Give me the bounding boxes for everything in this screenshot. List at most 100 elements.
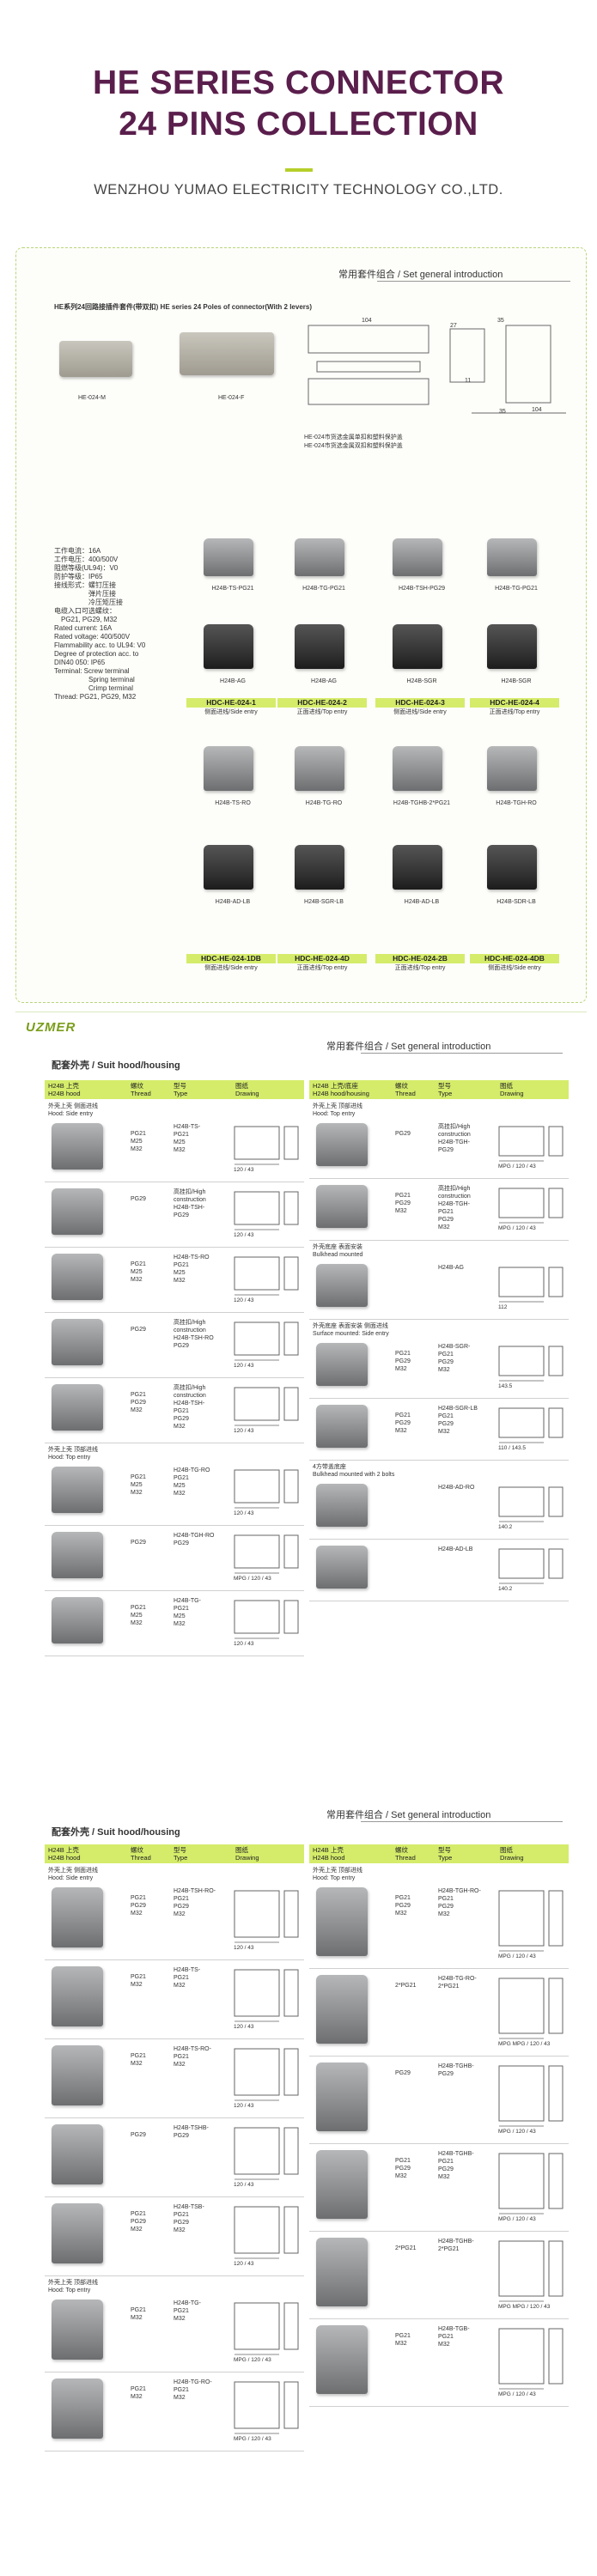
spec-line: Rated voltage: 400/500V (54, 633, 131, 641)
thread-value: PG29 (131, 1540, 146, 1546)
page-title-line2: 24 PINS COLLECTION (119, 106, 478, 143)
thread-value: PG29 (131, 1196, 146, 1202)
thread-value: PG21 M32 (131, 2307, 146, 2321)
entry-type: 正面进线/Top entry (489, 709, 540, 715)
entry-group-label: 外壳上壳 顶部进线 Hood: Top entry (313, 1868, 362, 1881)
row-divider (309, 1178, 569, 1179)
row-divider (309, 2056, 569, 2057)
type-value: 高挂扣/High construction H24B-TSH- PG29 (174, 1189, 206, 1218)
hood-image (52, 1887, 103, 1947)
housing-image (487, 746, 537, 791)
dimension-text: 120 / 43 (234, 1945, 254, 1951)
dimension-text: MPG MPG / 120 / 43 (498, 2304, 551, 2310)
dimension-text: 120 / 43 (234, 1641, 254, 1647)
row-divider (45, 1590, 304, 1591)
entry-type: 正面进线/Top entry (394, 965, 446, 971)
type-value: 高挂扣/High construction H24B-TGH- PG29 (438, 1124, 471, 1153)
title-underline (285, 168, 313, 172)
hood-image (52, 1384, 103, 1431)
thread-value: PG21 PG29 M32 (131, 1392, 146, 1413)
entry-group-label: 外壳上壳 顶部进线 Hood: Top entry (48, 1447, 98, 1461)
dim-35b: 35 (499, 409, 506, 415)
spec-line: 工作电压：400/500V (54, 556, 119, 563)
thread-value: PG21 PG29 M32 (395, 1895, 411, 1917)
dimension-drawing (229, 1317, 302, 1369)
company-name: WENZHOU YUMAO ELECTRICITY TECHNOLOGY CO.… (94, 182, 503, 197)
thread-value: PG21 M25 M32 (131, 1474, 146, 1496)
housing-image (204, 624, 253, 669)
type-value: H24B-TG-RO- 2*PG21 (438, 1976, 477, 1990)
dimension-drawing (494, 1886, 566, 1959)
dimension-drawing (229, 2123, 302, 2188)
dimension-text: 143.5 (498, 1383, 513, 1389)
spec-line: 工作电流：16A (54, 547, 101, 555)
thread-value: PG21 PG29 M32 (395, 1193, 411, 1214)
page-title-line1: HE SERIES CONNECTOR (92, 64, 505, 101)
column-header: H24B 上壳 H24B hood (313, 1846, 345, 1862)
dimension-text: MPG / 120 / 43 (234, 2357, 271, 2363)
dimension-drawing (494, 1121, 566, 1170)
column-header: H24B 上壳/底座 H24B hood/housing (313, 1082, 369, 1097)
dimension-drawing (229, 2377, 302, 2442)
part-label: H24B-TGHB-2*PG21 (393, 800, 451, 806)
dimension-drawing (229, 1465, 302, 1516)
housing-image (295, 845, 344, 890)
type-value: H24B-TSH-RO- PG21 PG29 M32 (174, 1888, 216, 1917)
entry-group-label: 外壳底座 表面安装 Bulkhead mounted (313, 1244, 363, 1258)
spec-line: 防护等级：IP65 (54, 573, 103, 580)
hood-image (52, 2379, 103, 2439)
thread-value: PG29 (131, 1327, 146, 1333)
dimension-text: 120 / 43 (234, 1363, 254, 1369)
hood-image (52, 1319, 103, 1365)
spec-line: Flammability acc. to UL94: V0 (54, 641, 146, 649)
dimension-drawing (494, 2148, 566, 2222)
column-header: 图纸 Drawing (500, 1082, 524, 1097)
dimension-drawing (494, 1262, 566, 1310)
thread-value: PG29 (395, 2070, 411, 2076)
hood-image (52, 1188, 103, 1235)
thread-value: PG21 PG29 M32 (395, 1351, 411, 1372)
dimension-drawing (229, 1187, 302, 1238)
dimension-text: MPG / 120 / 43 (498, 2129, 536, 2135)
type-value: H24B-SGR- PG21 PG29 M32 (438, 1344, 471, 1373)
hood-image (52, 1123, 103, 1170)
hood-image (52, 2045, 103, 2105)
part-label: H24B-SGR (501, 678, 532, 684)
type-value: H24B-SGR-LB PG21 PG29 M32 (438, 1406, 478, 1435)
dimension-drawing (229, 1121, 302, 1173)
spec-line: Degree of protection acc. to (54, 650, 139, 658)
hood-image (52, 1532, 103, 1578)
dimension-drawing (229, 2202, 302, 2267)
housing-image (487, 845, 537, 890)
section-1-subheading: HE系列24回路接插件套件(带双扣) HE series 24 Poles of… (54, 303, 312, 311)
connector-female-image (180, 332, 274, 375)
type-value: H24B-TGH-RO- PG21 PG29 M32 (438, 1888, 481, 1917)
entry-group-label: 4方带盖底座 Bulkhead mounted with 2 bolts (313, 1464, 395, 1478)
housing-image (204, 538, 253, 576)
thread-value: PG21 M32 (131, 1974, 146, 1988)
row-divider (45, 2275, 304, 2276)
hood-image (316, 1405, 368, 1448)
type-value: H24B-TS- PG21 M25 M32 (174, 1124, 201, 1153)
spec-line: 阻燃等级(UL94)：V0 (54, 564, 119, 572)
hood-image (316, 1264, 368, 1307)
dimension-drawing (494, 1544, 566, 1592)
note-2: HE-024市货选金属双扣和塑料保护盖 (304, 443, 403, 449)
section-2-heading: 常用套件组合 / Set general introduction (326, 1042, 491, 1052)
thread-value: PG21 M32 (395, 2333, 411, 2347)
column-header: 图纸 Drawing (500, 1846, 524, 1862)
dimension-text: 120 / 43 (234, 1510, 254, 1516)
column-header: 图纸 Drawing (235, 1846, 259, 1862)
type-value: 高挂扣/High construction H24B-TGH- PG21 PG2… (438, 1186, 471, 1230)
brand-logo: UZMER (26, 1020, 76, 1035)
thread-value: PG21 M25 M32 (131, 1261, 146, 1283)
type-value: H24B-TGB- PG21 M32 (438, 2326, 470, 2348)
dimension-drawing (494, 1341, 566, 1389)
part-label: H24B-SGR (406, 678, 437, 684)
dimension-drawing (229, 2044, 302, 2109)
spec-line: Terminal: Screw terminal (54, 667, 130, 675)
hood-image (52, 2203, 103, 2263)
heading-rule (361, 1053, 563, 1054)
spec-line: Crimp terminal (54, 684, 134, 692)
